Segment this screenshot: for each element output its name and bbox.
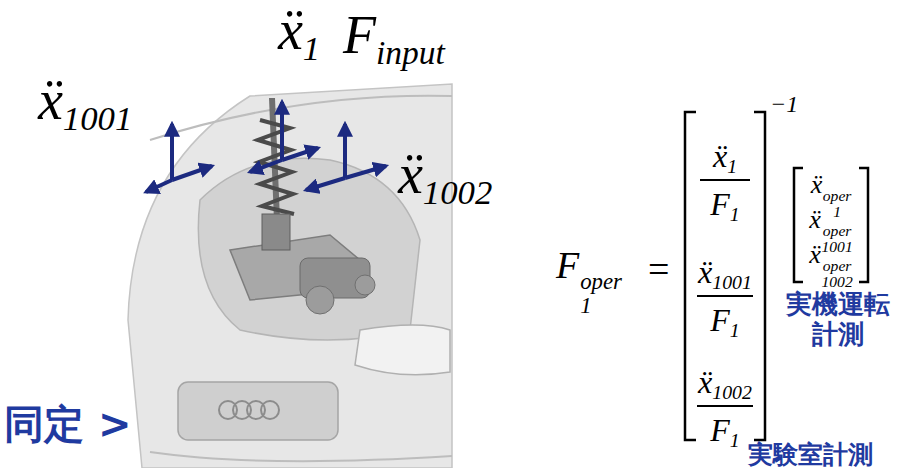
subscript: 1 bbox=[580, 294, 622, 318]
bumper-line bbox=[150, 452, 452, 461]
force-symbol: Finput bbox=[343, 8, 445, 69]
subscript: 1 bbox=[303, 29, 320, 68]
fraction-denominator: F1 bbox=[710, 414, 739, 451]
lab-measurement-note: 実験室計測 bbox=[748, 442, 873, 467]
subscript: 1002 bbox=[712, 381, 752, 403]
subscript: input bbox=[376, 34, 445, 71]
subscript: 1002 bbox=[821, 274, 852, 290]
subscript: 1001 bbox=[821, 239, 852, 255]
subscript: 1001 bbox=[712, 271, 752, 293]
force-symbol: F1oper bbox=[556, 246, 622, 318]
hub bbox=[306, 286, 334, 314]
subscript: 1 bbox=[730, 319, 740, 341]
fraction-denominator: F1 bbox=[710, 304, 739, 341]
symbol: ẍ bbox=[398, 143, 423, 205]
sensor-triads bbox=[146, 102, 386, 192]
superscript: oper bbox=[821, 223, 852, 239]
car-body bbox=[128, 84, 452, 468]
superscript: oper bbox=[821, 258, 852, 274]
symbol: F bbox=[556, 244, 579, 286]
fraction-numerator: ẍ1 bbox=[713, 140, 737, 177]
hood-edge bbox=[150, 96, 452, 140]
symbol: ẍ bbox=[809, 240, 821, 269]
index-stack: 1oper bbox=[580, 270, 622, 318]
headlight bbox=[355, 325, 450, 375]
subscript: 1 bbox=[727, 155, 737, 177]
matrix-brackets bbox=[685, 112, 868, 440]
accel-symbol: ẍ1001 bbox=[38, 72, 132, 137]
index-stack: 1oper bbox=[823, 188, 852, 221]
subscript: 1002 bbox=[423, 173, 492, 212]
symbol: ẍ bbox=[698, 254, 712, 290]
symbol: ẍ bbox=[278, 0, 303, 61]
subscript: 1 bbox=[730, 429, 740, 451]
symbol: F bbox=[343, 5, 376, 65]
index-stack: 1001oper bbox=[821, 223, 852, 256]
logo-rings bbox=[219, 401, 279, 419]
wheel-well bbox=[198, 158, 420, 340]
inverse-exponent: −1 bbox=[770, 92, 798, 116]
symbol: ẍ bbox=[38, 69, 63, 131]
subscript: 1 bbox=[730, 203, 740, 225]
symbol: ẍ bbox=[698, 364, 712, 400]
joint bbox=[355, 275, 375, 295]
accel-symbol: ẍ1 bbox=[278, 2, 320, 67]
accel-symbol: ẍ1002 bbox=[398, 146, 492, 211]
superscript: oper bbox=[580, 270, 622, 294]
index-stack: 1002oper bbox=[821, 258, 852, 291]
damper bbox=[262, 214, 290, 250]
fraction-numerator: ẍ1002 bbox=[698, 366, 752, 403]
vector-entry: ẍ1002oper bbox=[809, 242, 852, 291]
subscript: 1 bbox=[823, 204, 852, 220]
section-heading: 同定 > bbox=[4, 404, 131, 444]
symbol: F bbox=[710, 412, 730, 448]
symbol: F bbox=[710, 186, 730, 222]
symbol: ẍ bbox=[809, 205, 821, 234]
symbol: F bbox=[710, 302, 730, 338]
symbol: ẍ bbox=[713, 138, 727, 174]
equals-sign: = bbox=[648, 250, 669, 288]
fraction-numerator: ẍ1001 bbox=[698, 256, 752, 293]
superscript: oper bbox=[823, 188, 852, 204]
grille bbox=[178, 382, 338, 440]
fraction-denominator: F1 bbox=[710, 188, 739, 225]
symbol: ẍ bbox=[811, 170, 823, 199]
subscript: 1001 bbox=[63, 99, 132, 138]
field-measurement-note: 実機運転 計測 bbox=[782, 290, 894, 350]
fraction-bars bbox=[697, 180, 753, 406]
